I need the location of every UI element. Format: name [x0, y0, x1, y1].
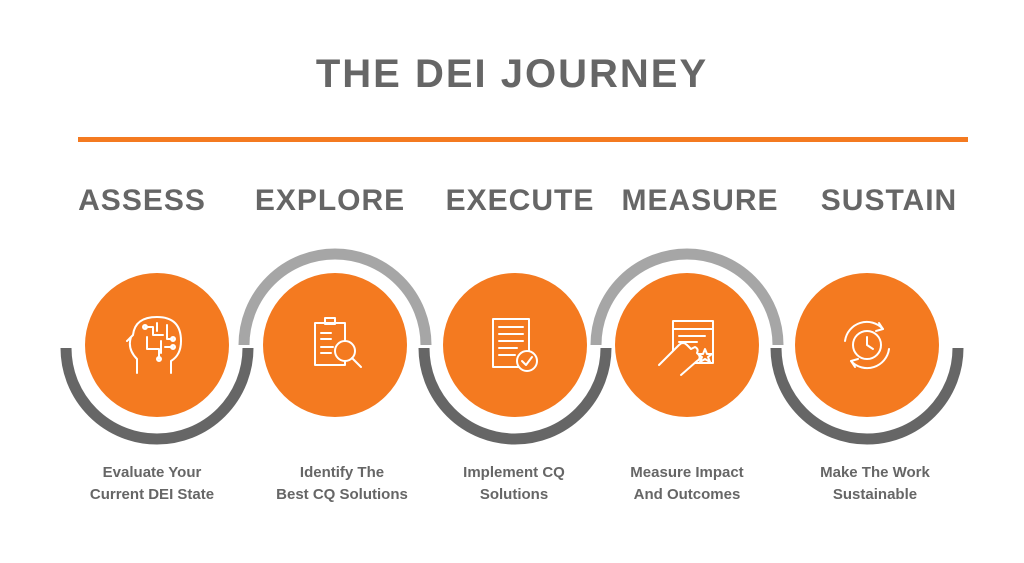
step-title-sustain: SUSTAIN: [820, 184, 958, 217]
document-check-icon: [492, 318, 538, 372]
arc-explore: [238, 248, 432, 346]
brain-head-icon: [126, 316, 182, 374]
pointer-rating-icon: [658, 320, 714, 376]
step-title-measure: MEASURE: [621, 184, 779, 217]
title-divider: [78, 137, 968, 142]
arc-assess: [60, 347, 254, 445]
step-title-explore: EXPLORE: [254, 184, 406, 217]
step-circle-explore: [263, 273, 407, 417]
arc-execute: [418, 347, 612, 445]
step-title-execute: EXECUTE: [445, 184, 595, 217]
arc-measure: [590, 248, 784, 346]
step-title-assess: ASSESS: [78, 184, 206, 217]
document-search-icon: [314, 317, 362, 368]
step-circle-assess: [85, 273, 229, 417]
step-circle-execute: [443, 273, 587, 417]
page-title: THE DEI JOURNEY: [315, 52, 709, 96]
arc-sustain: [770, 347, 964, 445]
clock-cycle-icon: [844, 320, 890, 370]
